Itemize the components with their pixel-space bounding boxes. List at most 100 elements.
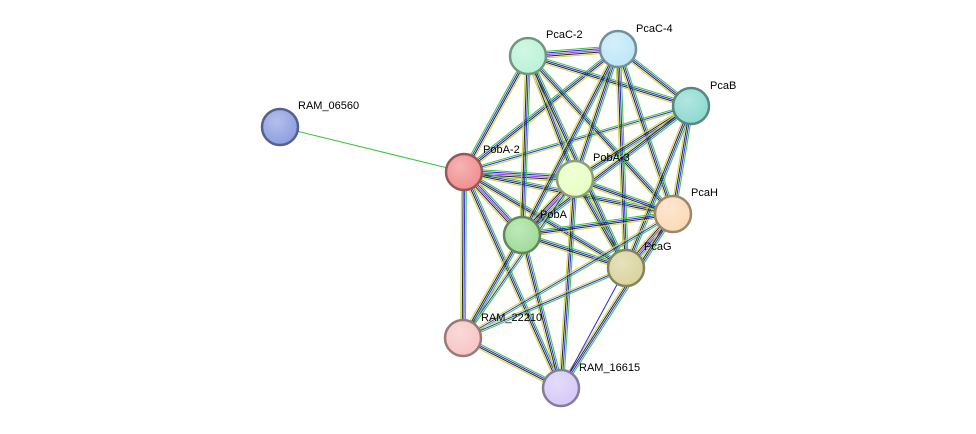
node-circle[interactable]	[444, 152, 484, 192]
edge-strand-green	[463, 179, 577, 340]
edge-PcaG-RAM_16615[interactable]	[560, 267, 627, 389]
edge-strand-yellow	[615, 49, 625, 269]
edge-strand-yellow	[460, 233, 521, 338]
edge-strand-black	[559, 178, 575, 388]
edge-strand-green	[523, 56, 531, 236]
node-label: PcaH	[691, 187, 718, 199]
edge-PobA-2-PcaC-4[interactable]	[462, 46, 620, 175]
node-PcaC-2[interactable]: PcaC-2	[508, 29, 583, 76]
edge-strand-blue	[463, 105, 692, 173]
node-circle[interactable]	[260, 107, 300, 147]
edge-PobA-2-RAM_16615[interactable]	[461, 170, 564, 390]
edge-strand-yellow	[462, 173, 626, 271]
edge-strand-blue	[463, 172, 466, 339]
edge-strand-blue	[464, 171, 563, 388]
node-label: PobA	[540, 209, 568, 221]
edge-PcaB-PcaG[interactable]	[623, 104, 694, 270]
node-circle[interactable]	[541, 368, 581, 408]
edge-strand-yellow	[462, 266, 626, 337]
edge-strand-yellow	[558, 178, 574, 388]
edge-strand-blue	[464, 170, 627, 268]
edge-strand-green	[463, 103, 691, 171]
node-RAM_16615[interactable]: RAM_16615	[541, 362, 640, 408]
node-circle[interactable]	[671, 86, 711, 126]
node-label: PcaC-2	[546, 29, 583, 41]
edge-strand-green	[463, 269, 627, 340]
edge-PcaH-RAM_22210[interactable]	[461, 212, 675, 340]
edge-strand-black	[624, 105, 691, 268]
edge-PobA-RAM_16615[interactable]	[519, 234, 564, 389]
node-label: PobA-2	[483, 144, 520, 156]
edge-PobA-3-RAM_22210[interactable]	[461, 177, 577, 340]
edges-layer	[279, 45, 694, 391]
node-circle[interactable]	[502, 215, 542, 255]
node-circle[interactable]	[598, 29, 638, 69]
edge-PobA-2-PcaB[interactable]	[463, 103, 692, 175]
edge-strand-green	[462, 46, 617, 171]
edge-strand-black	[522, 214, 674, 237]
node-PcaH[interactable]: PcaH	[653, 187, 718, 234]
edge-strand-yellow	[519, 47, 617, 235]
edge-strand-green	[627, 106, 694, 270]
edge-strand-green	[576, 49, 621, 180]
edge-strand-yellow	[465, 56, 531, 174]
node-label: RAM_06560	[298, 100, 359, 112]
node-PcaC-4[interactable]: PcaC-4	[598, 23, 673, 69]
node-circle[interactable]	[653, 194, 693, 234]
edge-RAM_06560-PobA-2[interactable]	[279, 126, 465, 173]
edge-strand-green	[529, 54, 676, 213]
node-RAM_06560[interactable]: RAM_06560	[260, 100, 359, 147]
node-label: PcaB	[710, 80, 736, 92]
edge-PobA-3-RAM_16615[interactable]	[558, 178, 578, 389]
edge-PobA-PcaH[interactable]	[521, 211, 674, 238]
node-label: RAM_22210	[481, 312, 542, 324]
node-RAM_22210[interactable]: RAM_22210	[443, 312, 542, 358]
node-PobA[interactable]: PobA	[502, 209, 568, 255]
edge-strand-yellow	[461, 172, 560, 390]
node-circle[interactable]	[555, 159, 595, 199]
edge-strand-green	[464, 235, 525, 340]
edge-PcaG-RAM_22210[interactable]	[462, 266, 627, 340]
node-PobA-3[interactable]: PobA-3	[555, 152, 630, 199]
node-PcaG[interactable]: PcaG	[606, 241, 672, 288]
node-PobA-2[interactable]: PobA-2	[444, 144, 520, 192]
edge-strand-black	[461, 234, 522, 338]
edge-strand-yellow	[519, 235, 560, 389]
edge-strand-blue	[522, 56, 530, 236]
node-circle[interactable]	[606, 248, 646, 288]
edge-strand-blue	[462, 267, 627, 339]
edge-strand-blue	[560, 267, 627, 389]
edge-strand-black	[520, 235, 561, 389]
edge-strand-yellow	[525, 56, 574, 181]
node-circle[interactable]	[443, 318, 483, 358]
edge-strand-blue	[528, 55, 674, 214]
edge-strand-yellow	[623, 104, 690, 268]
edge-strand-yellow	[525, 57, 672, 216]
edge-PobA-RAM_22210[interactable]	[460, 233, 525, 340]
edge-strand-green	[523, 49, 621, 237]
edge-strand-blue	[561, 179, 577, 389]
edge-strand-yellow	[465, 50, 620, 175]
edge-PobA-2-PcaC-2[interactable]	[461, 54, 531, 174]
edge-PobA-2-RAM_22210[interactable]	[460, 171, 467, 339]
edge-strand-green	[562, 179, 578, 389]
edge-strand-black	[520, 55, 528, 235]
edge-PcaC-2-PobA[interactable]	[519, 55, 531, 236]
node-PcaB[interactable]: PcaB	[671, 80, 736, 126]
edge-strand-black	[559, 213, 673, 388]
edge-strand-black	[462, 172, 561, 389]
edge-strand-black	[464, 56, 530, 173]
edge-strand-yellow	[615, 49, 672, 215]
node-label: RAM_16615	[579, 362, 640, 374]
node-label: PcaC-4	[636, 23, 673, 35]
edge-PcaC-4-PobA[interactable]	[519, 47, 621, 237]
edge-strand-blue	[462, 55, 528, 172]
edge-strand-blue	[522, 49, 620, 236]
edge-strand-black	[520, 48, 618, 235]
edge-strand-green	[279, 126, 465, 173]
edge-strand-blue	[463, 47, 618, 172]
edge-strand-green	[461, 54, 527, 172]
node-circle[interactable]	[508, 36, 548, 76]
edge-PcaC-2-PcaH[interactable]	[525, 54, 676, 216]
